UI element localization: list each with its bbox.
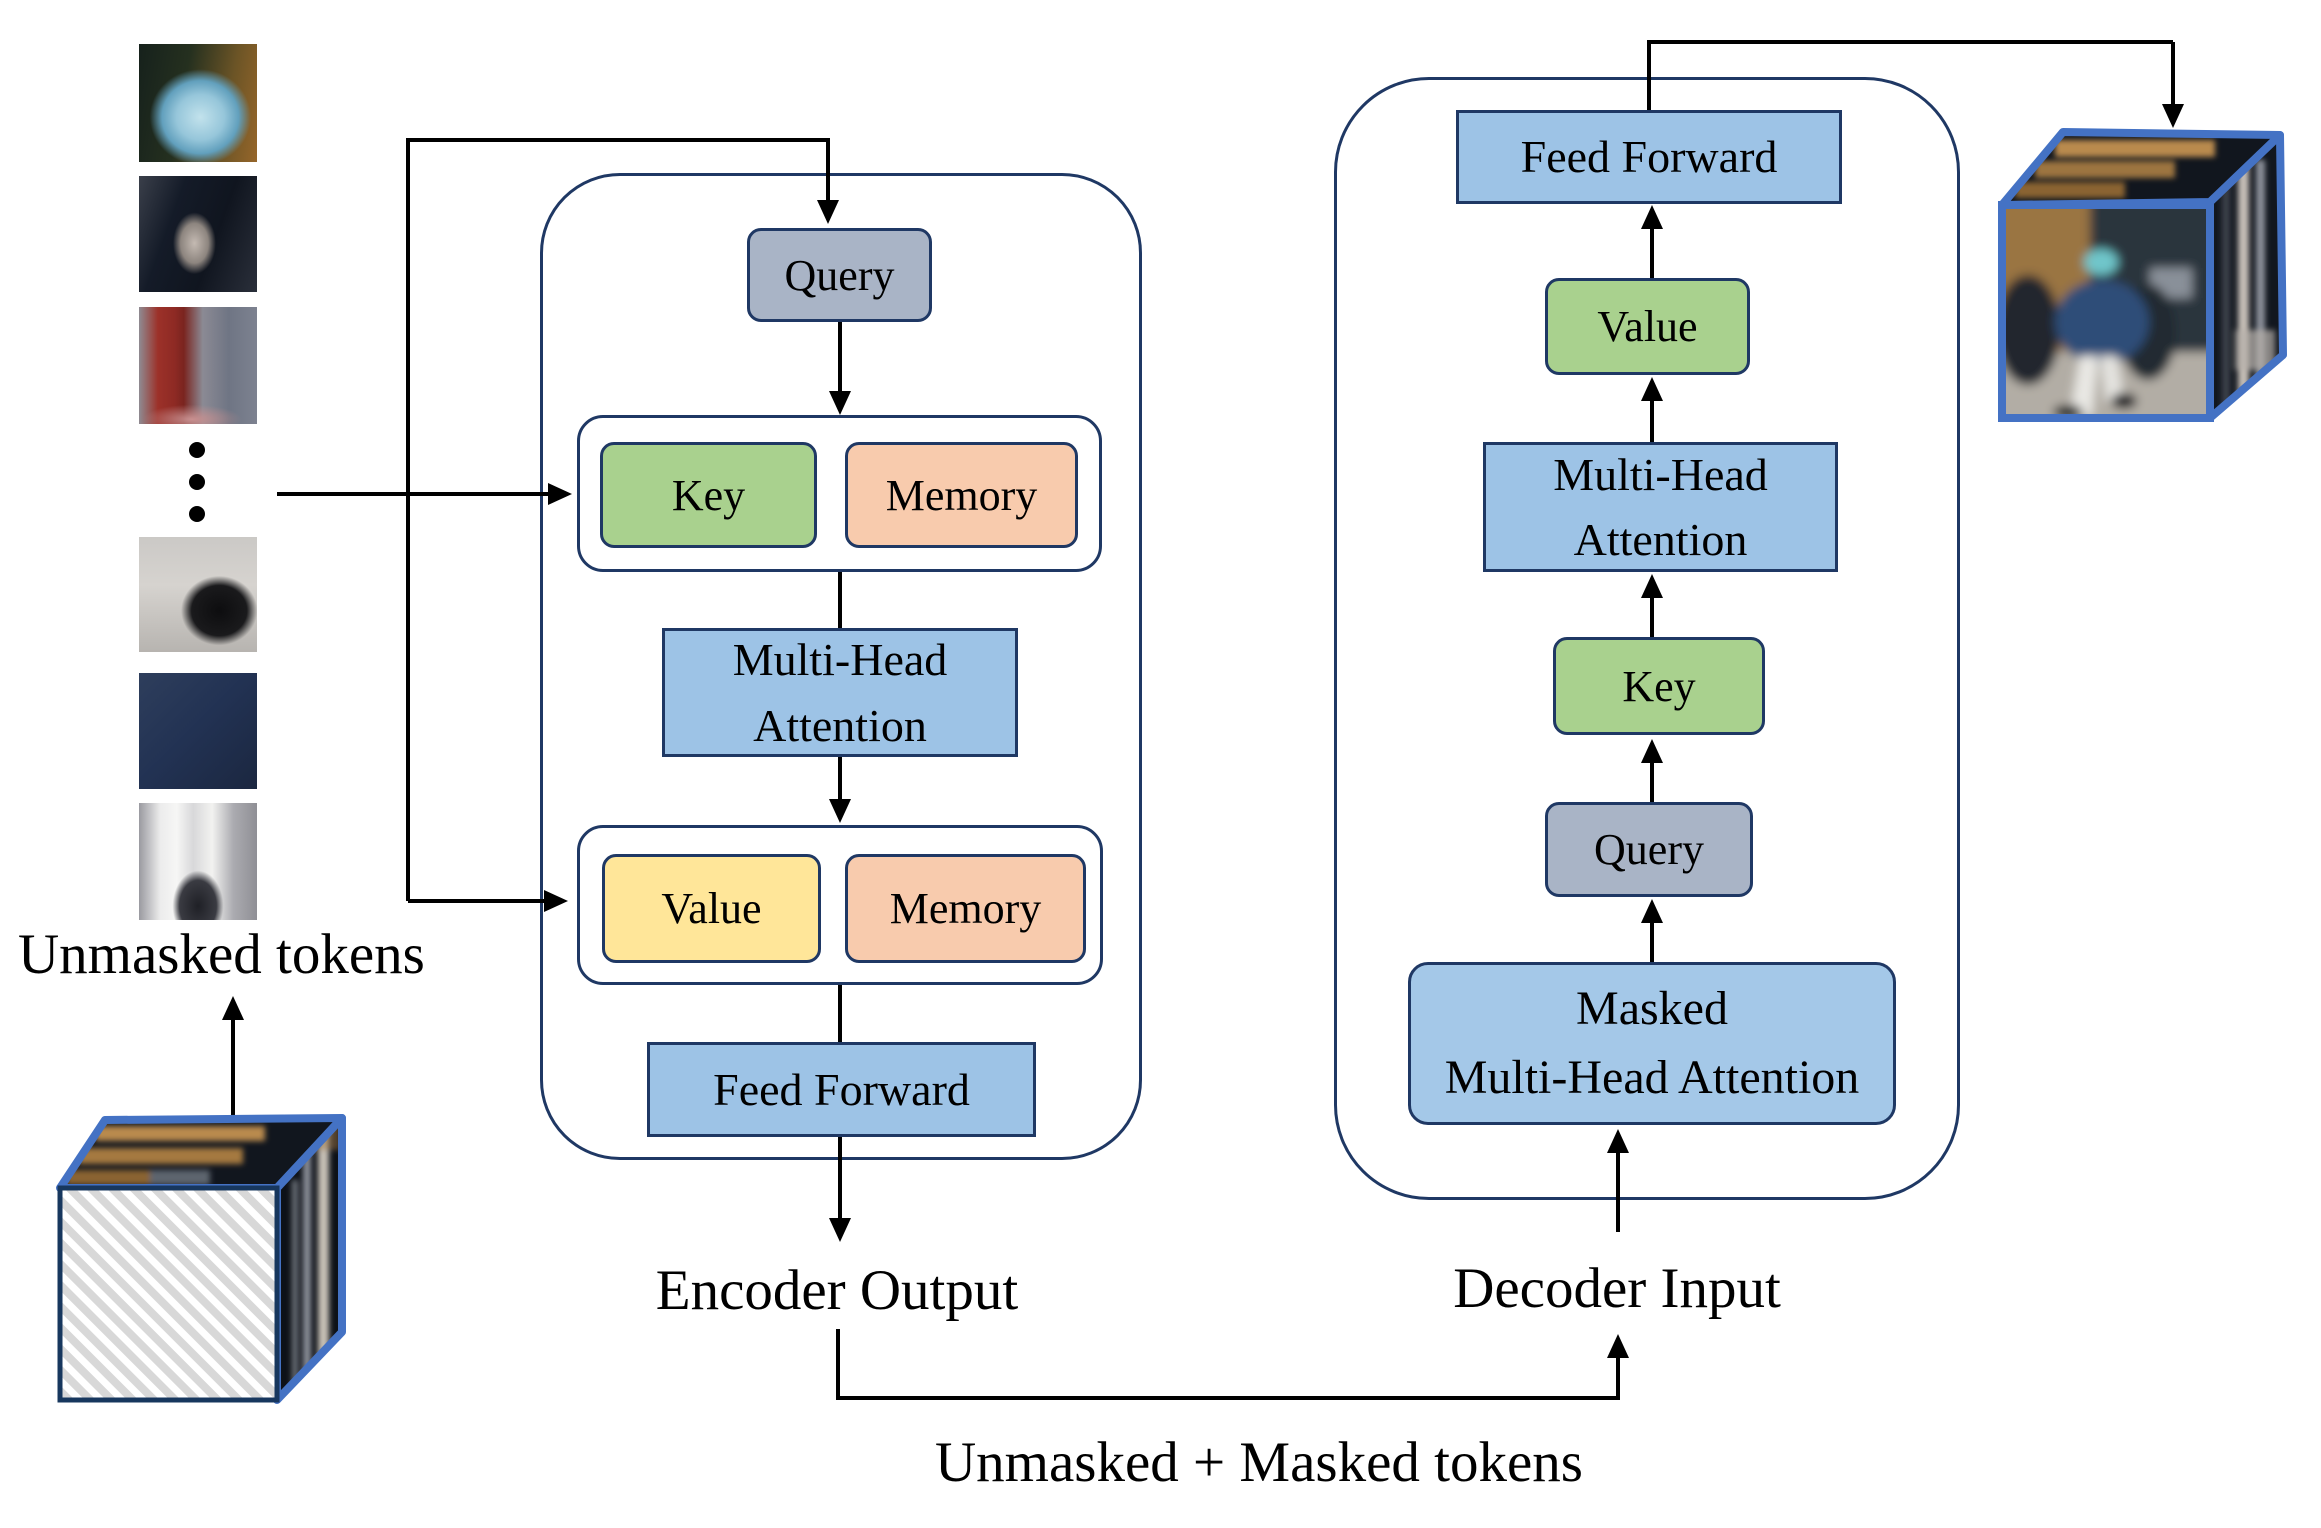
arrow-maskedmha-to-query-icon [1641,899,1663,923]
encoder-key-box: Key [600,442,817,548]
encoder-memory-value-box: Memory [845,854,1086,963]
decoder-masked-mha-line2: Multi-Head Attention [1444,1050,1860,1104]
arrow-query-to-key-icon [1641,739,1663,763]
encoder-memory-value-label: Memory [889,884,1042,933]
encoder-value-label: Value [661,884,762,933]
arrow-key-to-mha-icon [1641,574,1663,598]
arrow-mha-to-valuemem-icon [829,799,851,823]
token-patch-5 [139,673,257,789]
decoder-masked-mha-box: Masked Multi-Head Attention [1408,962,1896,1125]
decoder-query-label: Query [1594,825,1704,874]
encoder-multi-head-attention-box: Multi-Head Attention [662,628,1018,757]
arrow-ff-to-encoder-output-icon [829,1218,851,1242]
encoder-mha-line1: Multi-Head [732,634,948,686]
decoder-key-label: Key [1622,661,1696,711]
decoded-frame-person [2002,205,2210,418]
arrow-value-to-ff-icon [1641,205,1663,229]
reconstructed-video-cube [1998,128,2287,422]
decoder-input-label: Decoder Input [1453,1257,1781,1320]
encoder-feed-forward-box: Feed Forward [647,1042,1036,1137]
arrowheads [222,104,2184,1358]
decoder-feed-forward-label: Feed Forward [1520,131,1778,183]
arrow-tokens-to-key-icon [548,483,572,505]
token-patch-2 [139,176,257,292]
decoder-feed-forward-box: Feed Forward [1456,110,1842,204]
hatched-masked-face [57,1185,280,1403]
encoder-output-label: Encoder Output [655,1259,1019,1322]
arrow-query-to-keymem-icon [829,391,851,415]
decoder-query-box: Query [1545,802,1753,897]
arrow-into-decoder-input-icon [1607,1334,1629,1358]
decoder-value-label: Value [1597,302,1698,351]
decoder-key-box: Key [1553,637,1765,735]
arrow-into-enc-query-icon [817,200,839,224]
unmasked-masked-tokens-label: Unmasked + Masked tokens [935,1431,1583,1494]
arrow-decinput-to-maskedmha-icon [1607,1129,1629,1153]
arrow-decff-to-cube-icon [2162,104,2184,128]
token-patch-3 [139,307,257,424]
token-patch-6 [139,803,257,920]
encoder-memory-key-box: Memory [845,442,1078,548]
decoder-mha-line1: Multi-Head [1553,448,1768,500]
decoder-value-box: Value [1545,278,1750,375]
decoder-multi-head-attention-box: Multi-Head Attention [1483,442,1838,572]
wire-lines [231,40,2175,1400]
arrow-tokens-to-value-icon [544,890,568,912]
encoder-mha-line2: Attention [753,699,927,751]
masked-video-cube [56,1114,346,1404]
token-patch-4 [139,537,257,652]
ellipsis-dots-icon [189,442,205,522]
encoder-key-label: Key [671,470,746,520]
encoder-query-label: Query [784,250,895,300]
encoder-memory-key-label: Memory [885,470,1038,520]
encoder-query-box: Query [747,228,932,322]
arrow-cube-to-tokens-icon [222,996,244,1020]
encoder-value-box: Value [602,854,821,963]
decoder-mha-line2: Attention [1573,514,1748,565]
arrow-mha-to-value-icon [1641,377,1663,401]
unmasked-tokens-label: Unmasked tokens [18,923,425,986]
encoder-feed-forward-label: Feed Forward [713,1063,970,1115]
decoder-masked-mha-line1: Masked [1576,982,1728,1036]
token-patch-1 [139,44,257,162]
